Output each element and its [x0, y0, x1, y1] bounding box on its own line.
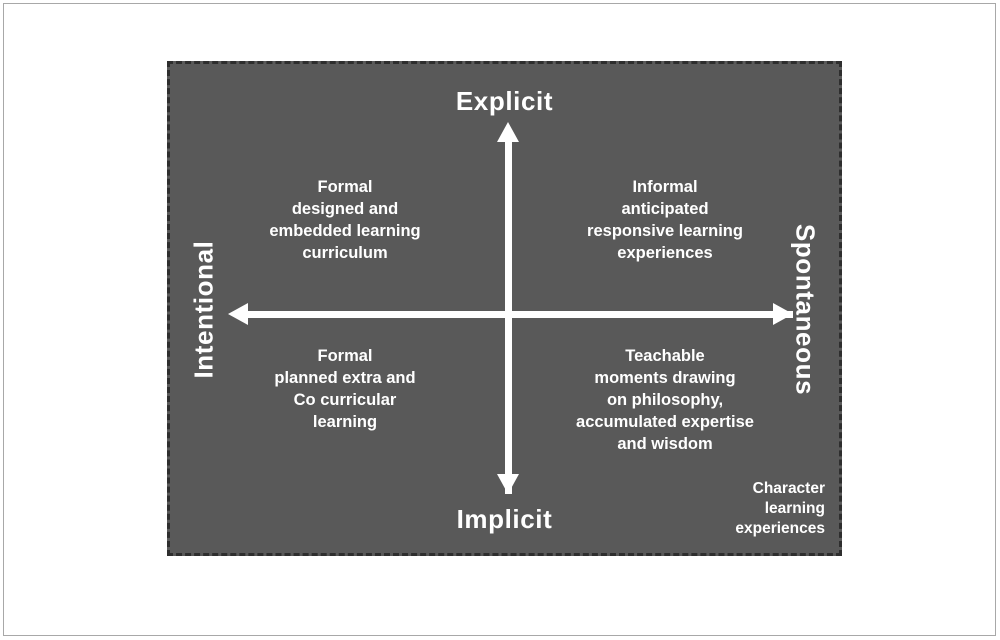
arrow-down-icon: [497, 474, 519, 494]
axis-label-implicit: Implicit: [456, 504, 553, 534]
arrow-right-icon: [773, 303, 793, 325]
quadrant-bottom-left-text: Formal planned extra and Co curricular l…: [274, 347, 416, 431]
quadrant-top-left-text: Formal designed and embedded learning cu…: [269, 178, 421, 262]
axis-label-explicit: Explicit: [455, 86, 554, 116]
horizontal-axis-line: [248, 311, 793, 318]
quadrant-matrix-panel: Explicit Implicit Intentional Spontaneou…: [167, 61, 842, 556]
diagram-caption: Character learning experiences: [735, 480, 825, 538]
quadrant-top-right-text: Informal anticipated responsive learning…: [587, 178, 743, 262]
quadrant-bottom-right-text: Teachable moments drawing on philosophy,…: [576, 347, 754, 453]
arrow-up-icon: [497, 122, 519, 142]
page-frame: Explicit Implicit Intentional Spontaneou…: [3, 3, 996, 636]
arrow-left-icon: [228, 303, 248, 325]
